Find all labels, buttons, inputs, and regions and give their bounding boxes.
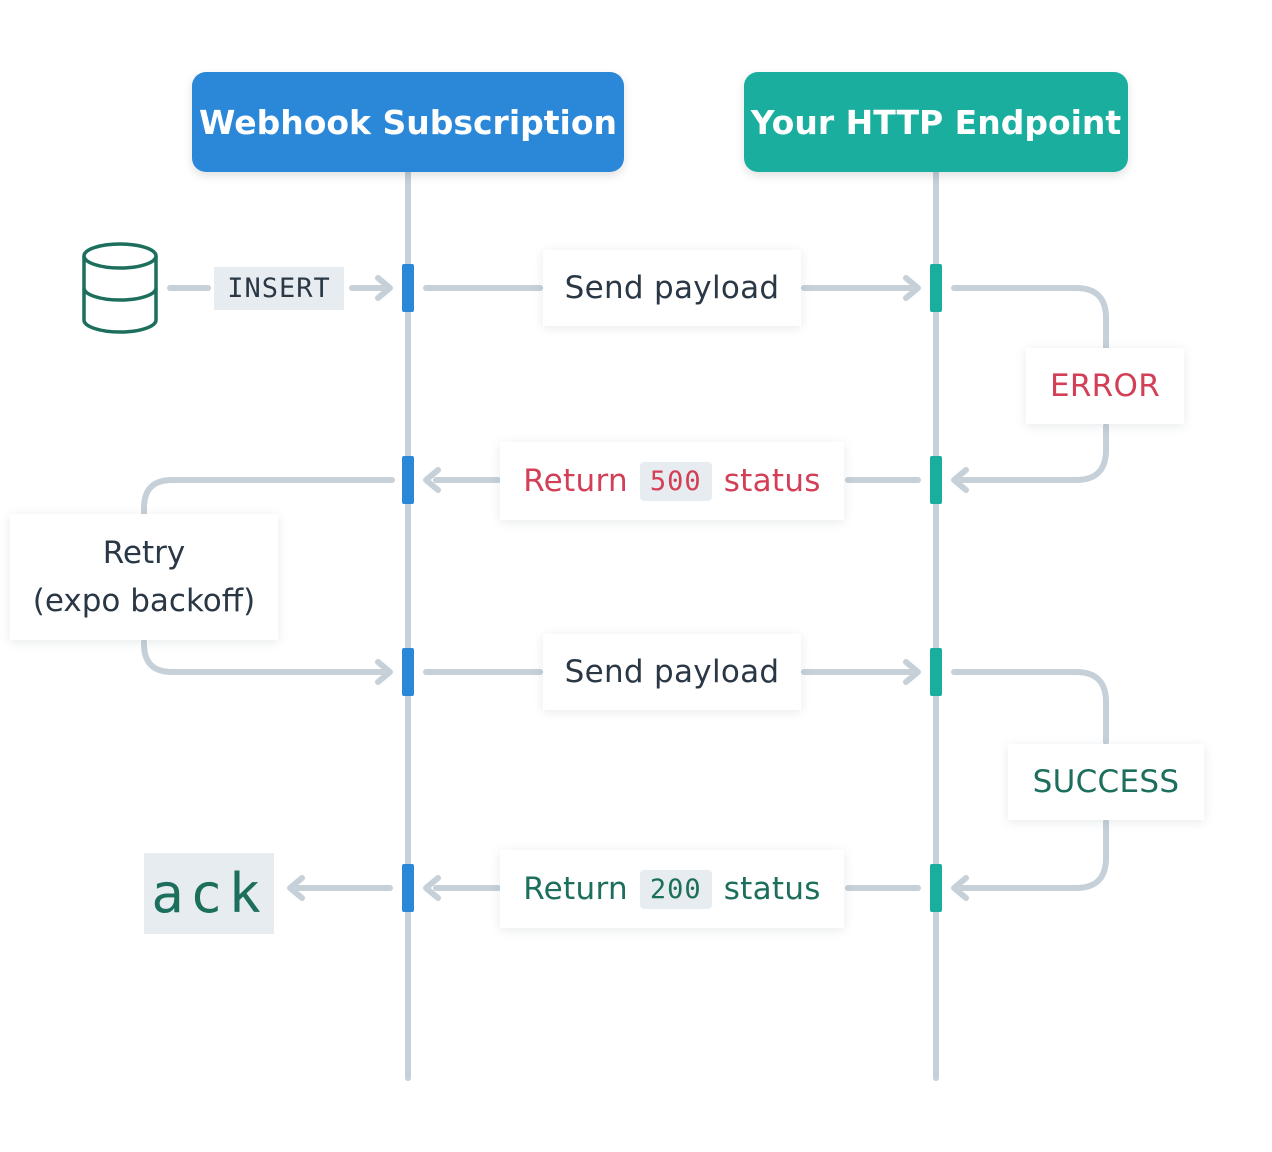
return-500-suffix: status	[723, 463, 821, 499]
return200-arrowhead	[423, 875, 441, 901]
send1-arrowhead	[903, 275, 921, 301]
endpoint-activation	[930, 264, 942, 312]
retry-arrowhead	[375, 659, 393, 685]
endpoint-activation	[930, 864, 942, 912]
success-loop-top	[951, 669, 1109, 745]
endpoint-activation	[930, 648, 942, 696]
subscription-activation	[402, 264, 414, 312]
send-payload-label: Send payload	[543, 634, 801, 710]
success-loop-bottom	[959, 819, 1109, 891]
send-payload-text: Send payload	[564, 270, 780, 306]
return-500-prefix: Return	[523, 463, 628, 499]
error-return-arrowhead	[951, 467, 969, 493]
retry-backoff-text: (expo backoff)	[32, 583, 256, 619]
error-loop-bottom	[959, 423, 1109, 483]
http-endpoint-header: Your HTTP Endpoint	[744, 72, 1128, 172]
return500-arrowhead	[423, 467, 441, 493]
insert-arrowhead	[375, 275, 393, 301]
error-label: ERROR	[1026, 348, 1184, 424]
retry-text: Retry	[102, 535, 186, 571]
subscription-activation	[402, 456, 414, 504]
webhook-subscription-title: Webhook Subscription	[198, 102, 618, 142]
insert-label: INSERT	[214, 267, 344, 310]
http-endpoint-title: Your HTTP Endpoint	[750, 102, 1122, 142]
return-200-suffix: status	[723, 871, 821, 907]
retry-label: Retry (expo backoff)	[10, 514, 278, 640]
ack-label: ack	[144, 853, 274, 934]
webhook-subscription-header: Webhook Subscription	[192, 72, 624, 172]
database-icon	[82, 242, 158, 334]
endpoint-activation	[930, 456, 942, 504]
subscription-activation	[402, 864, 414, 912]
return-200-label: Return 200 status	[500, 850, 844, 928]
send2-arrowhead	[903, 659, 921, 685]
status-code-500: 500	[639, 461, 712, 501]
return-500-label: Return 500 status	[500, 442, 844, 520]
send-payload-label: Send payload	[543, 250, 801, 326]
subscription-activation	[402, 648, 414, 696]
success-return-arrowhead	[951, 875, 969, 901]
error-text: ERROR	[1049, 368, 1161, 404]
error-loop-top	[951, 285, 1109, 351]
success-text: SUCCESS	[1032, 764, 1180, 800]
return-200-prefix: Return	[523, 871, 628, 907]
success-label: SUCCESS	[1008, 744, 1204, 820]
retry-loop-top	[141, 477, 395, 517]
ack-arrowhead	[287, 875, 305, 901]
send-payload-text: Send payload	[564, 654, 780, 690]
retry-loop-bottom	[141, 639, 387, 675]
status-code-200: 200	[639, 869, 712, 909]
